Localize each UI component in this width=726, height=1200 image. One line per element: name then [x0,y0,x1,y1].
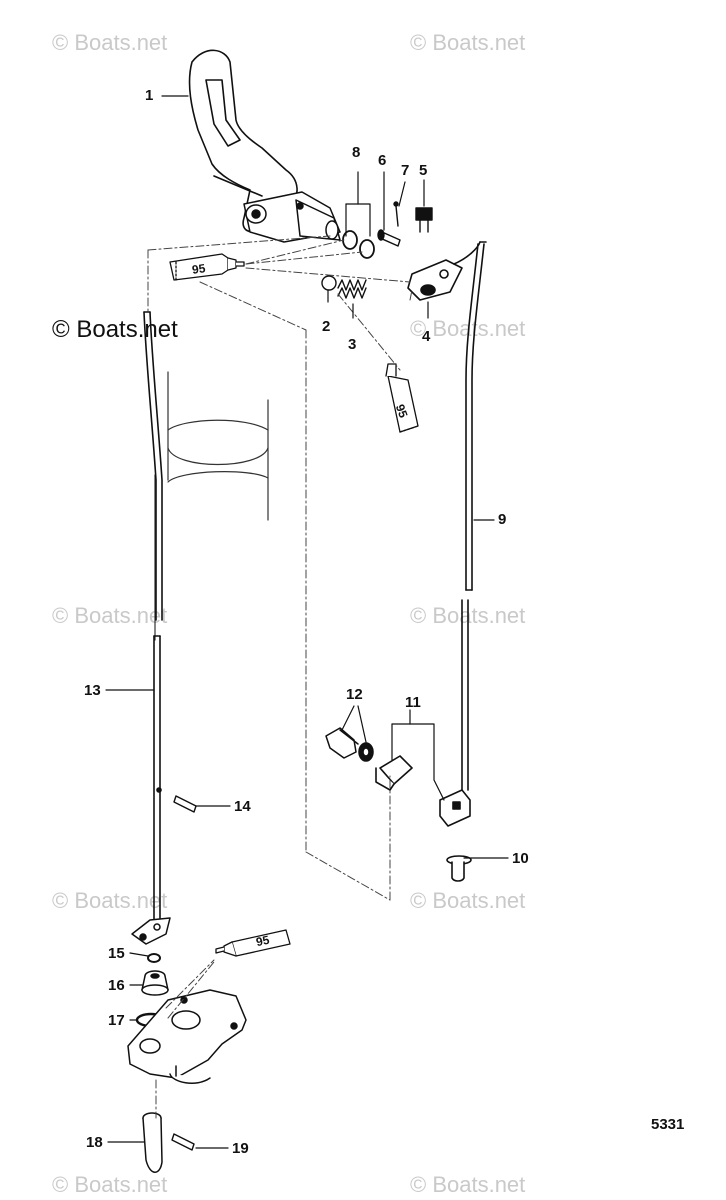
watermark: © Boats.net [52,603,168,628]
rod-bushing [446,855,472,882]
sealant-tube-label: 95 [191,261,207,277]
callout-14: 14 [234,798,251,815]
lever-shaft [243,191,341,243]
sealant-tube [169,253,245,281]
reference-line [147,235,413,1119]
rod-end [142,1112,163,1173]
gearcase-cover [127,989,247,1084]
callout-8: 8 [352,144,361,161]
o-ring [147,953,161,963]
leader-lines [105,95,509,1149]
watermark: © Boats.net [52,888,168,913]
bolt [415,207,433,233]
upper-shift-rod [453,241,487,791]
screw [377,229,401,247]
callout-6: 6 [378,152,387,169]
callout-2: 2 [322,318,331,335]
pin [393,201,399,227]
lower-shift-rod [143,311,163,921]
callout-11: 11 [405,694,421,711]
rod-connector [375,755,471,827]
callout-17: 17 [108,1012,125,1029]
watermark: © Boats.net [52,30,168,55]
drive-shaft-housing [154,371,269,641]
watermark-dark: © Boats.net [52,316,178,343]
sealant-tube-label: 95 [254,932,271,950]
callout-10: 10 [512,850,529,867]
callout-12: 12 [346,686,363,703]
callout-frame [345,203,445,801]
callout-16: 16 [108,977,125,994]
callout-7: 7 [401,162,410,179]
sealant-tube [215,929,291,957]
callout-13: 13 [84,682,101,699]
watermark: © Boats.net [410,888,526,913]
callout-18: 18 [86,1134,103,1151]
callout-4: 4 [422,328,431,345]
callout-15: 15 [108,945,125,962]
pin [171,1133,195,1151]
callout-9: 9 [498,511,507,528]
shift-link [407,259,463,301]
bushing [141,970,169,996]
callout-19: 19 [232,1140,249,1157]
shift-lever [188,49,298,233]
bolt-and-washer [325,727,374,762]
callout-3: 3 [348,336,357,353]
callout-1: 1 [145,87,154,104]
drawing-number: 5331 [651,1116,685,1133]
sealant-tube [385,363,419,433]
detent-ball [321,275,337,291]
watermark: © Boats.net [410,1172,526,1197]
pin [173,795,197,813]
rod-guide [131,917,171,945]
callout-5: 5 [419,162,428,179]
watermark: © Boats.net [410,30,526,55]
watermark: © Boats.net [52,1172,168,1197]
detent-spring [337,279,367,299]
